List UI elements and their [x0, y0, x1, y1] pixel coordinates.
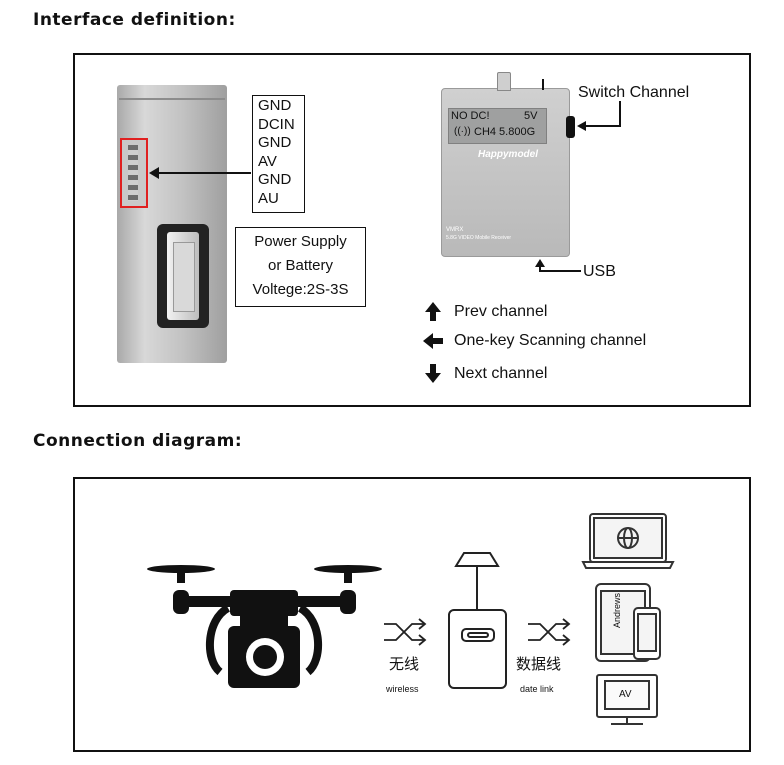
- down-arrow-icon: [425, 364, 441, 383]
- switch-arrow: [577, 101, 621, 131]
- monitor-icon: [596, 674, 658, 725]
- power-supply-text: Power Supply or Battery Voltege:2S-3S: [235, 230, 366, 302]
- scan-channel-label: One-key Scanning channel: [454, 332, 647, 349]
- shuffle-icon: [528, 618, 571, 646]
- pin-label: DCIN: [258, 115, 295, 133]
- wireless-en-label: wireless: [386, 684, 419, 694]
- lcd-voltage: 5V: [524, 110, 538, 122]
- power-line: Voltege:2S-3S: [252, 281, 349, 298]
- usb-label: USB: [583, 263, 616, 280]
- module-seam-line: [119, 98, 225, 100]
- datalink-cn-label: 数据线: [516, 656, 562, 673]
- pin-labels-box: [252, 95, 305, 213]
- pin-arrow: [149, 167, 251, 179]
- left-arrow-icon: [423, 333, 443, 349]
- phone-icon: [633, 607, 661, 660]
- receiver-outline-icon: [448, 552, 507, 689]
- power-supply-box: [235, 227, 366, 307]
- antenna-connector: [497, 72, 511, 91]
- shuffle-icon: [384, 618, 427, 646]
- signal-icon: ((·)): [454, 126, 471, 137]
- brand-logo: Happymodel: [478, 149, 539, 160]
- up-arrow-icon: [425, 302, 441, 321]
- power-line: Power Supply: [254, 233, 347, 250]
- usb-a-port: [157, 224, 209, 328]
- switch-channel-label: Switch Channel: [578, 84, 690, 101]
- drone-icon: [147, 565, 382, 688]
- pin-label: AV: [258, 152, 277, 170]
- connection-heading: Connection diagram:: [33, 431, 243, 451]
- wireless-cn-label: 无线: [389, 656, 420, 673]
- datalink-en-label: date link: [520, 684, 554, 694]
- lcd-channel: CH4 5.800G: [474, 126, 536, 138]
- next-channel-label: Next channel: [454, 365, 548, 382]
- laptop-icon: [581, 513, 675, 569]
- connection-panel: [73, 477, 751, 752]
- usb-arrow: [535, 259, 581, 272]
- lcd-status: NO DC!: [451, 110, 490, 122]
- power-line: or Battery: [267, 257, 334, 274]
- pin-labels: GND DCIN GND AV GND AU: [258, 97, 295, 208]
- interface-panel: [73, 53, 751, 407]
- pin-label: GND: [258, 134, 292, 151]
- prev-channel-label: Prev channel: [454, 303, 548, 320]
- model-name: VMRX: [446, 227, 464, 233]
- interface-heading: Interface definition:: [33, 10, 236, 30]
- pin-label: GND: [258, 97, 292, 114]
- switch-knob: [566, 116, 575, 138]
- model-desc: 5.8G VIDEO Mobile Receiver: [446, 235, 512, 241]
- monitor-label: AV: [619, 689, 632, 700]
- pin-label: GND: [258, 171, 292, 188]
- pin-label: AU: [258, 189, 279, 207]
- tablet-label: Andrews: [612, 592, 622, 628]
- lcd-screen: [448, 108, 547, 144]
- pin-header-connector: [120, 138, 148, 208]
